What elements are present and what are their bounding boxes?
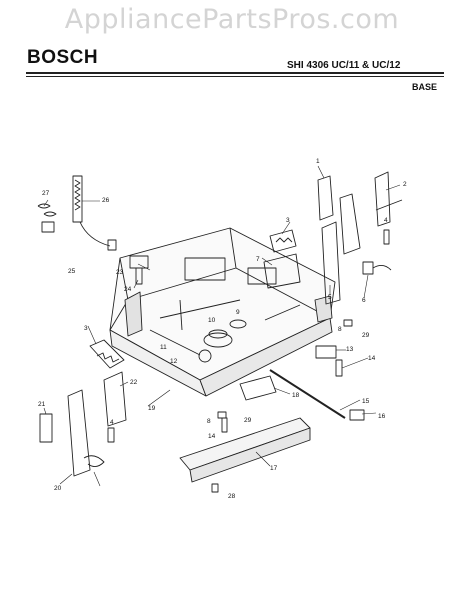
callout-15: 15 xyxy=(362,398,370,405)
header-rule-top xyxy=(26,72,444,74)
brand-logo: BOSCH xyxy=(27,47,99,68)
model-number: SHI 4306 UC/11 & UC/12 xyxy=(287,60,401,71)
callout-13: 13 xyxy=(346,346,354,353)
watermark: AppliancePartsPros.com xyxy=(64,4,400,35)
callout-6: 6 xyxy=(362,297,366,304)
callout-3-left: 3 xyxy=(84,325,88,332)
callout-17: 17 xyxy=(270,465,278,472)
callout-7: 7 xyxy=(256,256,260,263)
callout-23: 23 xyxy=(116,269,124,276)
small-parts-drawing xyxy=(37,175,365,493)
base-tub-drawing xyxy=(109,227,336,397)
callout-16: 16 xyxy=(378,413,386,420)
callout-22: 22 xyxy=(130,379,138,386)
left-hinge-drawing xyxy=(39,339,127,477)
callout-29: 29 xyxy=(362,332,370,339)
rod-drawing xyxy=(269,369,346,419)
callout-labels: 1 2 3 4 5 6 7 8 9 10 11 12 13 14 15 16 1… xyxy=(38,158,407,500)
callout-26: 26 xyxy=(102,197,110,204)
callout-28: 28 xyxy=(228,493,236,500)
callout-14-left: 14 xyxy=(208,433,216,440)
callout-2: 2 xyxy=(403,181,407,188)
right-bracket-drawing xyxy=(317,171,403,305)
callout-21: 21 xyxy=(38,401,46,408)
callout-1: 1 xyxy=(316,158,320,165)
callout-14: 14 xyxy=(368,355,376,362)
callout-3: 3 xyxy=(286,217,290,224)
leader-lines xyxy=(43,165,401,487)
header-rule-bottom xyxy=(26,76,444,77)
callout-11: 11 xyxy=(160,344,167,351)
callout-5: 5 xyxy=(328,294,332,301)
callout-19: 19 xyxy=(148,405,156,412)
callout-27: 27 xyxy=(42,190,50,197)
callout-8: 8 xyxy=(338,326,342,333)
callout-4: 4 xyxy=(384,217,388,224)
callout-25: 25 xyxy=(68,268,76,275)
callout-8-left: 8 xyxy=(207,418,211,425)
callout-20: 20 xyxy=(54,485,62,492)
callout-9: 9 xyxy=(236,309,240,316)
callout-4-left: 4 xyxy=(110,419,114,426)
callout-10: 10 xyxy=(208,317,216,324)
callout-18: 18 xyxy=(292,392,300,399)
section-label: BASE xyxy=(412,82,438,92)
callout-24: 24 xyxy=(124,286,132,293)
toe-kick-drawing xyxy=(179,417,311,483)
callout-12: 12 xyxy=(170,358,178,365)
callout-29-left: 29 xyxy=(244,417,252,424)
